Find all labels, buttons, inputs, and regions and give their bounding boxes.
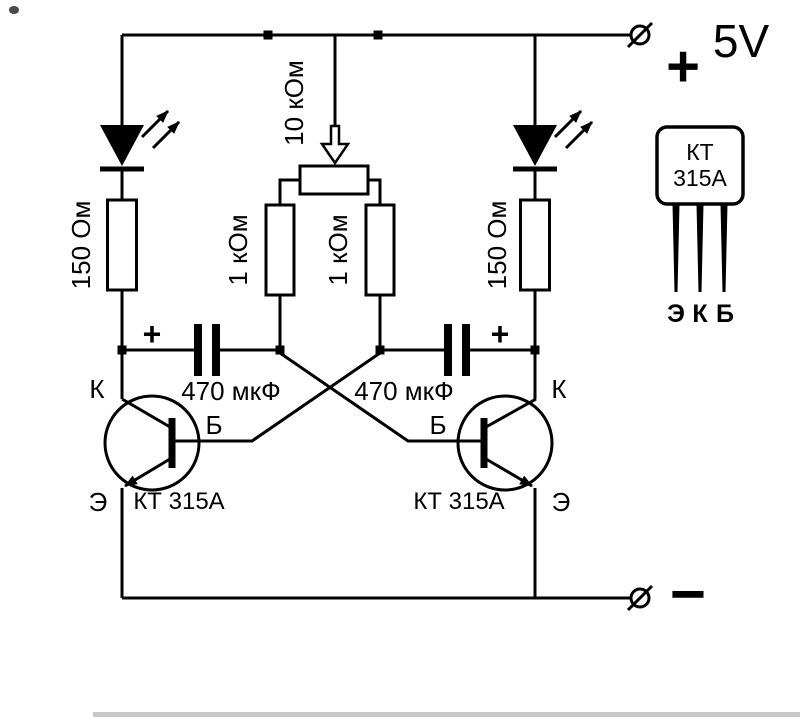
node-cap-row-3 (375, 345, 385, 355)
resistor-1k-left (264, 203, 296, 297)
led-right-light-ray-2 (564, 120, 594, 150)
label-resistor-1k-left: 1 кОм (223, 214, 253, 285)
package-pin-label-base: Б (716, 300, 734, 328)
label-cap-left-polarity: + (143, 316, 162, 352)
transistor-right-symbol (456, 394, 554, 492)
label-capacitor-right: 470 мкФ (354, 376, 454, 406)
package-pin-label-collector: К (692, 300, 708, 328)
label-supply-voltage: 5V (713, 15, 770, 67)
led-right (513, 109, 594, 172)
label-right-base: Б (429, 410, 446, 440)
cross-wire-left-to-right-base (279, 351, 484, 443)
led-left-body (100, 125, 144, 166)
package-leg-collector (696, 204, 704, 292)
label-right-collector: К (551, 374, 566, 404)
potentiometer-10k (298, 124, 370, 196)
node-cap-row-4 (530, 345, 540, 355)
label-left-emitter: Э (89, 487, 108, 517)
potentiometer-wiper-arrow-icon (319, 124, 351, 166)
node-cap-row-2 (275, 345, 285, 355)
label-supply-minus: − (670, 560, 706, 629)
1k-right-to-pot-wire (368, 178, 382, 205)
transistor-left-symbol (103, 394, 201, 492)
transistor-right-emitter-lead (485, 457, 533, 488)
cross-wire-right-to-left-base (175, 351, 381, 443)
corner-artifact (9, 6, 19, 14)
node-cap-row-1 (117, 345, 127, 355)
resistor-1k-right (364, 203, 396, 297)
terminal-negative-slash (626, 584, 654, 612)
transistor-left-emitter-lead (124, 457, 171, 488)
label-capacitor-left: 470 мкФ (181, 376, 281, 406)
label-resistor-150-right: 150 Ом (482, 201, 512, 290)
capacitor-right (444, 324, 470, 376)
transistor-right-circle (456, 394, 554, 492)
transistor-left-internals (121, 397, 176, 488)
package-title-line1: КТ (686, 139, 713, 165)
led-right-light-ray-1 (553, 109, 583, 139)
1k-left-to-pot-wire (278, 178, 300, 205)
led-left-light-ray-2 (151, 120, 181, 150)
resistor-150-left (106, 198, 138, 292)
package-title-line2: 315А (673, 165, 727, 191)
label-resistor-1k-right: 1 кОм (323, 214, 353, 285)
kt315-package-drawing: КТ 315А Э К Б (655, 125, 745, 328)
transistor-left-circle (103, 394, 201, 492)
resistor-150-right (519, 198, 551, 292)
label-cap-right-polarity: + (491, 316, 510, 352)
package-leg-emitter (672, 204, 680, 292)
wires (120, 33, 630, 600)
package-leg-base (720, 204, 728, 292)
label-supply-plus: + (666, 34, 700, 99)
transistor-left-collector-lead (121, 397, 171, 429)
label-resistor-150-left: 150 Ом (66, 201, 96, 290)
label-left-part-number: КТ 315А (133, 488, 224, 515)
led-left (100, 109, 181, 172)
potentiometer-body (298, 164, 370, 196)
terminal-positive-icon (626, 21, 654, 49)
label-potentiometer-10k: 10 кОм (279, 60, 309, 146)
label-right-part-number: КТ 315А (413, 488, 504, 515)
junction-nodes (117, 30, 540, 355)
transistor-right-collector-lead (485, 397, 537, 429)
bottom-edge-artifact (93, 712, 800, 717)
transistor-right-internals (480, 397, 537, 488)
led-right-body (513, 125, 557, 166)
label-left-base: Б (205, 410, 222, 440)
node-top-rail-right (373, 30, 383, 40)
terminal-positive-slash (626, 21, 654, 49)
led-left-light-ray-1 (140, 109, 170, 139)
terminal-negative-icon (626, 584, 654, 612)
capacitor-left (194, 324, 220, 376)
label-left-collector: К (89, 374, 104, 404)
package-pin-label-emitter: Э (667, 300, 685, 328)
label-right-emitter: Э (552, 487, 571, 517)
node-top-rail-left (263, 30, 273, 40)
